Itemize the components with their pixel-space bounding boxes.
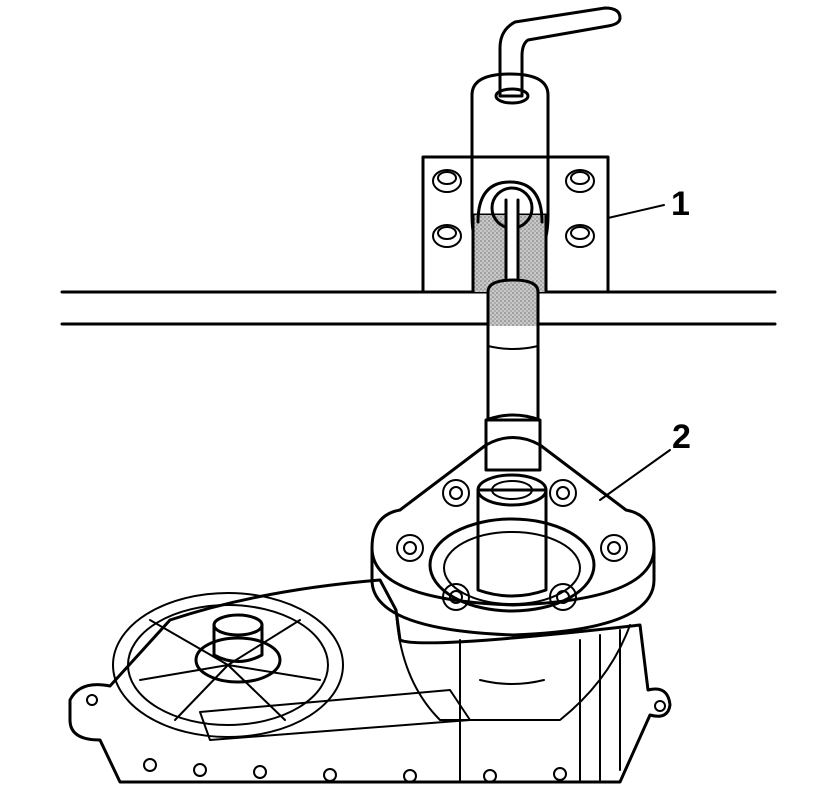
plate-bolt [549, 583, 577, 611]
fixture-bolt [565, 169, 595, 193]
fixture-bolt [432, 169, 462, 193]
plate-bolt [442, 583, 470, 611]
plate-bolt [396, 534, 424, 562]
fixture-bolt [565, 224, 595, 248]
plate-bolt [442, 479, 470, 507]
plate-bolt [549, 479, 577, 507]
fixture-bolt [432, 224, 462, 248]
callout-2: 2 [599, 418, 691, 501]
puller-shaft [484, 278, 542, 472]
bench-lines [60, 290, 777, 326]
callout-2-label: 2 [672, 418, 691, 456]
puller-plate [370, 436, 656, 637]
callout-1-label: 1 [671, 185, 690, 223]
transfer-case-housing [68, 578, 672, 784]
plate-bolt [600, 534, 628, 562]
holding-fixture [421, 6, 622, 294]
callout-1: 1 [607, 185, 690, 223]
